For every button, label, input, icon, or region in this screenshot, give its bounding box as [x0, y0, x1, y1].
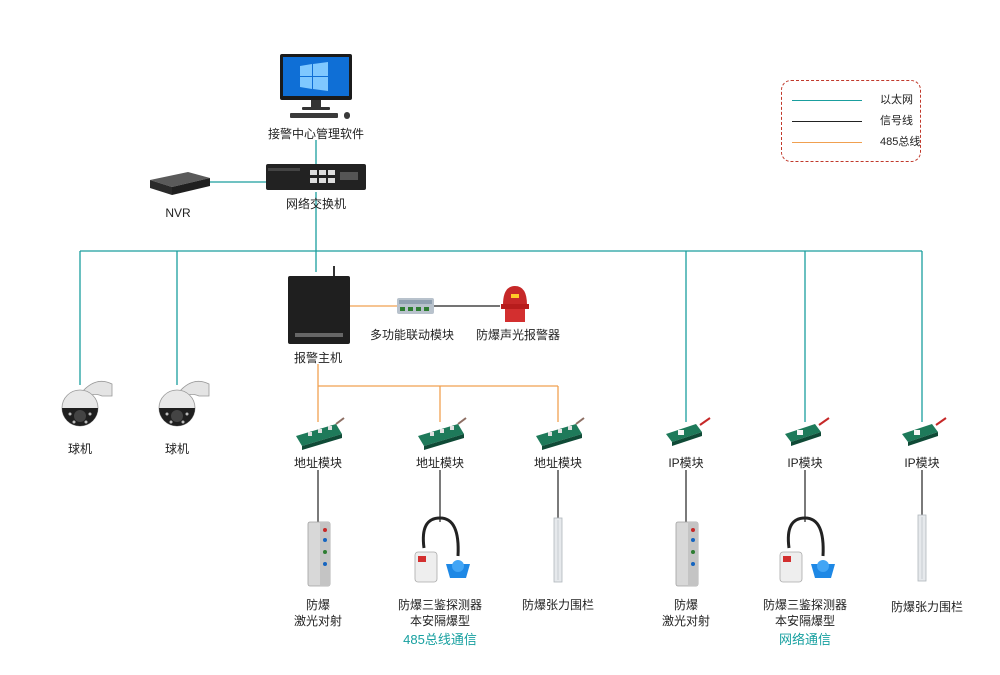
legend-label-ethernet: 以太网 [880, 94, 913, 106]
detector-2-label-line1: 防爆三鉴探测器 [762, 598, 848, 612]
signal-lines [317, 305, 923, 522]
laser-detector-2-icon [675, 521, 699, 587]
address-module-3-label: 地址模块 [533, 456, 583, 470]
legend-swatch-ethernet [792, 100, 862, 101]
address-module-2-icon [418, 417, 467, 450]
legend-item-bus485: 485总线 [792, 134, 921, 150]
ip-module-2-icon [785, 417, 830, 446]
ip-module-1-icon [666, 417, 711, 446]
detector-1-label-line1: 防爆三鉴探测器 [397, 598, 483, 612]
ethernet-lines [79, 140, 923, 422]
dome-camera-2-label: 球机 [164, 442, 190, 456]
center-software-label: 接警中心管理软件 [267, 127, 365, 141]
dome-camera-1-icon [61, 380, 113, 427]
nvr-icon [150, 172, 210, 195]
laser-detector-1-icon [307, 521, 331, 587]
sound-light-alarm-label: 防爆声光报警器 [475, 328, 561, 342]
ip-module-2-label: IP模块 [787, 456, 823, 470]
address-module-1-label: 地址模块 [293, 456, 343, 470]
switch-label: 网络交换机 [285, 197, 347, 211]
fence-2-label: 防爆张力围栏 [890, 600, 964, 614]
alarm-host-label: 报警主机 [293, 351, 343, 365]
tension-fence-2-icon [917, 514, 927, 582]
triple-detector-1-icon [414, 516, 470, 583]
legend: 以太网 信号线 485总线 [781, 80, 921, 162]
sound-light-alarm-icon [501, 286, 529, 322]
dome-camera-1-label: 球机 [67, 442, 93, 456]
address-module-1-icon [296, 417, 345, 450]
linkage-module-icon [397, 298, 434, 314]
fence-1-label: 防爆张力围栏 [521, 598, 595, 612]
tension-fence-1-icon [553, 517, 563, 583]
legend-swatch-signal [792, 121, 862, 122]
laser-2-label-line1: 防爆 [673, 598, 699, 612]
legend-item-ethernet: 以太网 [792, 92, 918, 108]
laser-2-label-line2: 激光对射 [661, 614, 711, 628]
nvr-label: NVR [165, 206, 191, 220]
laser-1-label-line2: 激光对射 [293, 614, 343, 628]
bus485-group-label: 485总线通信 [403, 632, 477, 647]
linkage-module-label: 多功能联动模块 [369, 328, 455, 342]
legend-item-signal: 信号线 [792, 113, 918, 129]
triple-detector-2-icon [779, 516, 835, 583]
network-switch-icon [266, 164, 366, 190]
ip-module-3-label: IP模块 [904, 456, 940, 470]
dome-camera-2-icon [158, 380, 210, 427]
detector-1-label-line2: 本安隔爆型 [409, 614, 471, 628]
legend-swatch-bus485 [792, 142, 862, 143]
ip-module-3-icon [902, 417, 947, 446]
laser-1-label-line1: 防爆 [305, 598, 331, 612]
network-group-label: 网络通信 [778, 632, 832, 647]
legend-label-bus485: 485总线 [880, 136, 921, 148]
detector-2-label-line2: 本安隔爆型 [774, 614, 836, 628]
address-module-3-icon [536, 417, 585, 450]
address-module-2-label: 地址模块 [415, 456, 465, 470]
bus485-lines [317, 305, 559, 422]
legend-label-signal: 信号线 [880, 115, 913, 127]
alarm-host-icon [288, 266, 350, 344]
desktop-computer-icon [280, 54, 352, 119]
ip-module-1-label: IP模块 [668, 456, 704, 470]
